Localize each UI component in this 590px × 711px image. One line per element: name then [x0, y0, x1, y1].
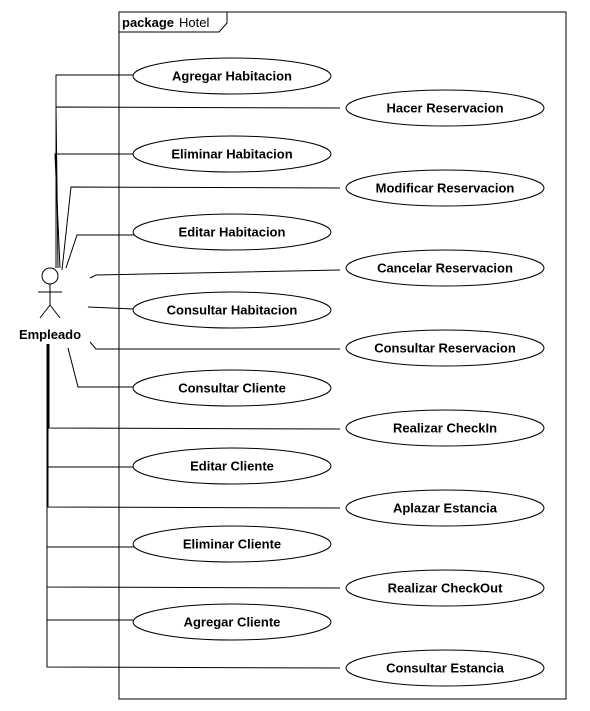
use-case-label: Editar Habitacion [179, 225, 286, 240]
association-lines [46, 74, 341, 669]
association-line [48, 344, 341, 430]
actor-label: Empleado [19, 327, 81, 342]
association-line [89, 269, 341, 279]
use-case-ellipse[interactable] [132, 603, 332, 641]
use-case-ellipse[interactable] [345, 649, 545, 687]
use-case[interactable]: Eliminar Cliente [132, 525, 332, 563]
use-case-ellipse[interactable] [345, 169, 545, 207]
package-keyword: package [122, 15, 174, 30]
use-case[interactable]: Hacer Reservacion [345, 89, 545, 127]
package-name: Hotel [179, 15, 209, 30]
use-case-ellipse[interactable] [132, 447, 332, 485]
use-case-label: Consultar Habitacion [167, 303, 298, 318]
use-case[interactable]: Aplazar Estancia [345, 489, 545, 527]
use-case[interactable]: Consultar Habitacion [132, 291, 332, 329]
use-case-label: Consultar Estancia [386, 661, 505, 676]
use-case[interactable]: Editar Habitacion [132, 213, 332, 251]
use-case-ellipse[interactable] [132, 135, 332, 173]
use-case-ellipse[interactable] [345, 329, 545, 367]
use-case-ellipse[interactable] [132, 369, 332, 407]
association-line [47, 344, 341, 509]
use-case-ellipse[interactable] [345, 569, 545, 607]
use-case-label: Consultar Cliente [178, 381, 286, 396]
use-case-label: Realizar CheckIn [393, 421, 497, 436]
use-case-label: Aplazar Estancia [393, 501, 498, 516]
actor-empleado[interactable]: Empleado [19, 267, 81, 342]
use-case-label: Agregar Habitacion [172, 69, 292, 84]
use-case[interactable]: Modificar Reservacion [345, 169, 545, 207]
association-line [87, 306, 135, 310]
use-case-ellipse[interactable] [345, 249, 545, 287]
use-case-label: Consultar Reservacion [374, 341, 516, 356]
package-tab [119, 12, 228, 33]
use-case-label: Realizar CheckOut [388, 581, 504, 596]
association-line [55, 74, 134, 268]
use-case[interactable]: Eliminar Habitacion [132, 135, 332, 173]
use-case-ellipse[interactable] [345, 89, 545, 127]
association-line [89, 341, 340, 350]
use-case[interactable]: Consultar Estancia [345, 649, 545, 687]
association-line [61, 186, 341, 271]
actor-right-leg [49, 304, 61, 319]
use-case-label: Modificar Reservacion [376, 181, 515, 196]
use-case-label: Editar Cliente [190, 459, 274, 474]
use-case[interactable]: Cancelar Reservacion [345, 249, 545, 287]
use-case-ellipse[interactable] [132, 57, 332, 95]
use-case[interactable]: Realizar CheckIn [345, 409, 545, 447]
use-case[interactable]: Realizar CheckOut [345, 569, 545, 607]
use-case-label: Hacer Reservacion [386, 101, 503, 116]
use-case-ellipse[interactable] [132, 213, 332, 251]
association-line [67, 347, 134, 388]
use-case-ellipse[interactable] [345, 489, 545, 527]
use-case-label: Agregar Cliente [184, 615, 281, 630]
use-case-label: Eliminar Habitacion [171, 147, 292, 162]
use-case[interactable]: Consultar Reservacion [345, 329, 545, 367]
use-case-ellipse[interactable] [132, 291, 332, 329]
use-case-ellipse[interactable] [345, 409, 545, 447]
association-line [54, 153, 134, 269]
actor-head [41, 267, 59, 285]
use-case-ellipse[interactable] [132, 525, 332, 563]
association-line [65, 234, 134, 269]
use-case[interactable]: Consultar Cliente [132, 369, 332, 407]
association-line [46, 344, 341, 669]
use-case-label: Eliminar Cliente [183, 537, 281, 552]
actor-left-leg [39, 304, 51, 319]
use-case-label: Cancelar Reservacion [377, 261, 513, 276]
use-case[interactable]: Agregar Habitacion [132, 57, 332, 95]
use-case[interactable]: Editar Cliente [132, 447, 332, 485]
use-case[interactable]: Agregar Cliente [132, 603, 332, 641]
